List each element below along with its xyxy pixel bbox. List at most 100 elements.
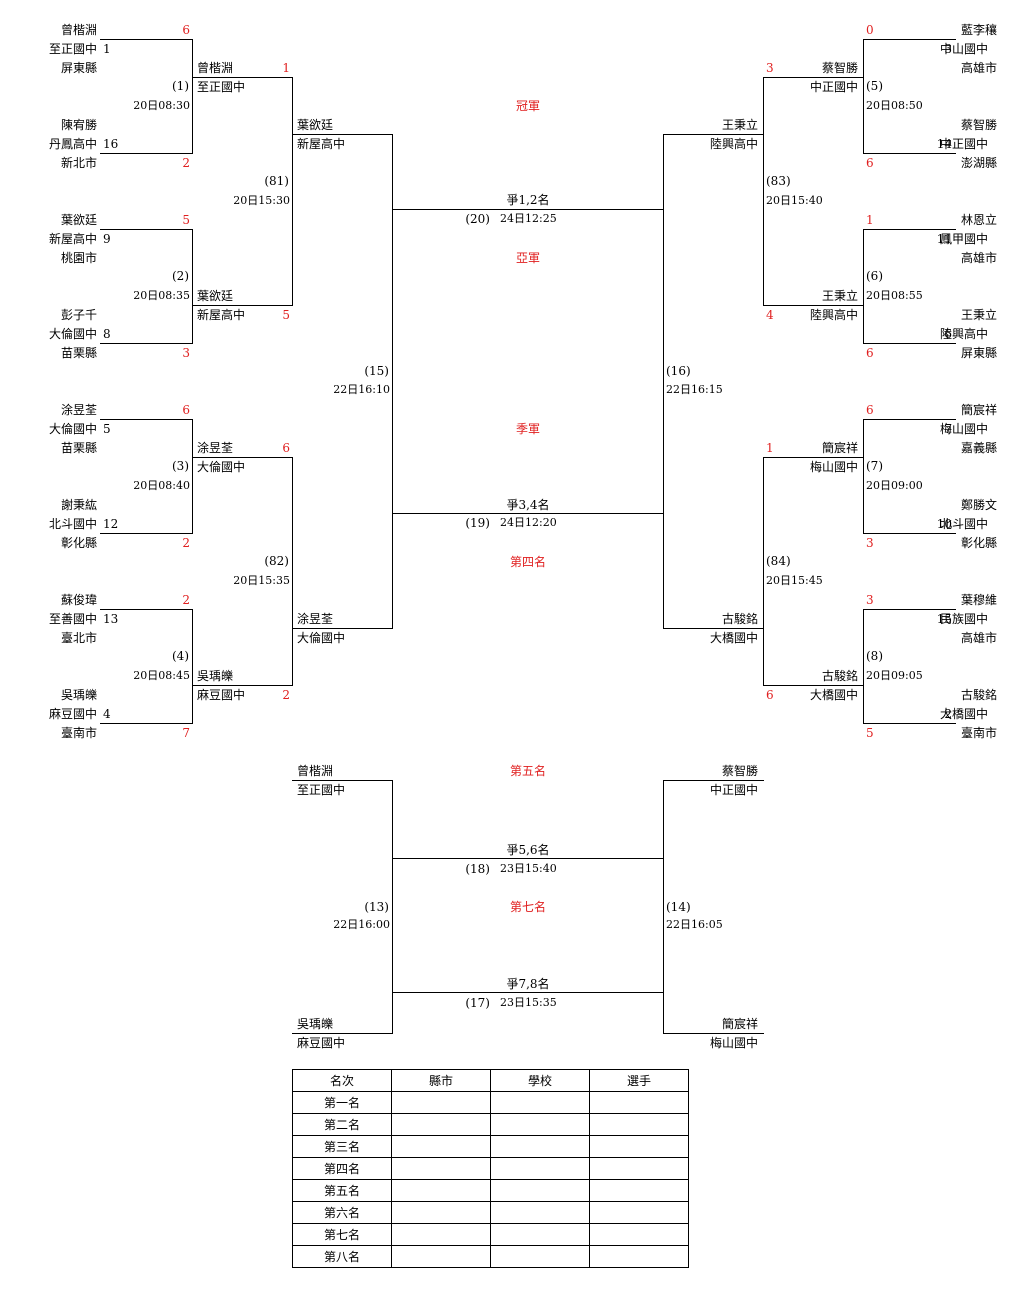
bracket-line bbox=[392, 134, 393, 629]
player-county: 高雄市 bbox=[960, 61, 997, 75]
player-county: 彰化縣 bbox=[60, 536, 97, 550]
ranking-row: 第七名 bbox=[292, 1223, 689, 1246]
player-county: 臺南市 bbox=[60, 726, 97, 740]
match-number: (8) bbox=[866, 649, 883, 663]
bracket-line bbox=[763, 685, 864, 686]
header-county: 縣市 bbox=[391, 1069, 491, 1092]
player-county: 臺北市 bbox=[60, 631, 97, 645]
player-name: 藍李穰 bbox=[960, 23, 997, 37]
school-cell bbox=[490, 1157, 590, 1180]
player-school: 陸興高中 bbox=[709, 137, 758, 151]
school-cell bbox=[490, 1113, 590, 1136]
school-cell bbox=[490, 1135, 590, 1158]
rank-label: 第四名 bbox=[292, 1157, 392, 1180]
match-number: (16) bbox=[666, 364, 691, 378]
bracket-line bbox=[863, 723, 956, 724]
player-cell bbox=[589, 1223, 689, 1246]
bracket-line bbox=[663, 134, 664, 629]
player-name: 吳瑀皪 bbox=[197, 669, 234, 683]
player-school: 麻豆國中 bbox=[197, 688, 246, 702]
match-time: 22日16:15 bbox=[666, 383, 723, 396]
player-school: 梅山國中 bbox=[940, 422, 989, 436]
player-seed: 2 bbox=[944, 707, 952, 721]
bracket-line bbox=[192, 457, 293, 458]
rank-label: 第七名 bbox=[292, 1223, 392, 1246]
player-school: 新屋高中 bbox=[297, 137, 346, 151]
player-school: 梅山國中 bbox=[809, 460, 858, 474]
bracket-line bbox=[192, 685, 293, 686]
player-school: 大橋國中 bbox=[809, 688, 858, 702]
player-score: 4 bbox=[766, 308, 774, 322]
bracket-line bbox=[192, 305, 293, 306]
player-county: 高雄市 bbox=[960, 631, 997, 645]
match-time: 20日08:40 bbox=[133, 479, 190, 492]
player-score: 6 bbox=[182, 403, 190, 417]
ranking-row: 第三名 bbox=[292, 1135, 689, 1158]
match-time: 23日15:40 bbox=[500, 862, 557, 875]
player-name: 簡宸祥 bbox=[821, 441, 858, 455]
match-time: 20日08:30 bbox=[133, 99, 190, 112]
bracket-line bbox=[100, 609, 193, 610]
player-county: 苗栗縣 bbox=[60, 346, 97, 360]
ranking-row: 第二名 bbox=[292, 1113, 689, 1136]
champion-label: 冠軍 bbox=[515, 99, 540, 113]
player-score: 2 bbox=[182, 156, 190, 170]
player-seed: 4 bbox=[103, 707, 111, 721]
bracket-line bbox=[100, 39, 193, 40]
player-county: 澎湖縣 bbox=[960, 156, 997, 170]
match-number: (19) bbox=[465, 516, 490, 530]
school-cell bbox=[490, 1179, 590, 1202]
county-cell bbox=[391, 1135, 491, 1158]
bracket-line bbox=[392, 209, 561, 210]
bracket-line bbox=[663, 1033, 764, 1034]
bracket-line bbox=[292, 628, 393, 629]
player-name: 蔡智勝 bbox=[821, 61, 858, 75]
ranking-table: 名次 縣市 學校 選手 第一名 第二名 第三名 第四名 第五名 第六名 第七名 … bbox=[292, 1069, 689, 1268]
player-name: 葉欲廷 bbox=[60, 213, 97, 227]
player-school: 大橋國中 bbox=[709, 631, 758, 645]
bracket-line bbox=[192, 77, 293, 78]
county-cell bbox=[391, 1245, 491, 1268]
player-name: 涂昱荃 bbox=[60, 403, 97, 417]
player-seed: 3 bbox=[944, 42, 952, 56]
bracket-line bbox=[192, 229, 193, 344]
match-number: (13) bbox=[364, 900, 389, 914]
match-time: 20日15:35 bbox=[233, 574, 290, 587]
bracket-line bbox=[763, 457, 764, 686]
bracket-line bbox=[192, 609, 193, 724]
player-school: 中正國中 bbox=[809, 80, 858, 94]
player-name: 蘇俊瑋 bbox=[60, 593, 97, 607]
player-name: 葉欲廷 bbox=[297, 118, 334, 132]
match-number: (4) bbox=[172, 649, 189, 663]
player-name: 涂昱荃 bbox=[297, 612, 334, 626]
player-score: 6 bbox=[866, 403, 874, 417]
player-school: 陸興高中 bbox=[940, 327, 989, 341]
bracket-line bbox=[863, 39, 864, 154]
player-school: 大倫國中 bbox=[197, 460, 246, 474]
match-number: (14) bbox=[666, 900, 691, 914]
bracket-line bbox=[100, 723, 193, 724]
player-name: 古駿銘 bbox=[821, 669, 858, 683]
player-county: 桃園市 bbox=[60, 251, 97, 265]
player-school: 至正國中 bbox=[197, 80, 246, 94]
player-name: 吳瑀皪 bbox=[60, 688, 97, 702]
player-school: 至正國中 bbox=[297, 783, 346, 797]
ranking-header-row: 名次 縣市 學校 選手 bbox=[292, 1069, 689, 1092]
player-name: 簡宸祥 bbox=[960, 403, 997, 417]
player-seed: 14 bbox=[936, 137, 952, 151]
player-score: 6 bbox=[282, 441, 290, 455]
bracket-line bbox=[863, 609, 956, 610]
player-county: 屏東縣 bbox=[960, 346, 997, 360]
match-number: (84) bbox=[766, 554, 791, 568]
bracket-line bbox=[863, 533, 956, 534]
bracket-line bbox=[663, 780, 664, 1034]
bracket-line bbox=[100, 533, 193, 534]
player-seed: 7 bbox=[944, 422, 952, 436]
match-number: (81) bbox=[264, 174, 289, 188]
player-county: 彰化縣 bbox=[960, 536, 997, 550]
match-time: 20日15:40 bbox=[766, 194, 823, 207]
player-seed: 5 bbox=[103, 422, 111, 436]
player-school: 大橋國中 bbox=[940, 707, 989, 721]
bracket-line bbox=[292, 780, 393, 781]
header-rank: 名次 bbox=[292, 1069, 392, 1092]
